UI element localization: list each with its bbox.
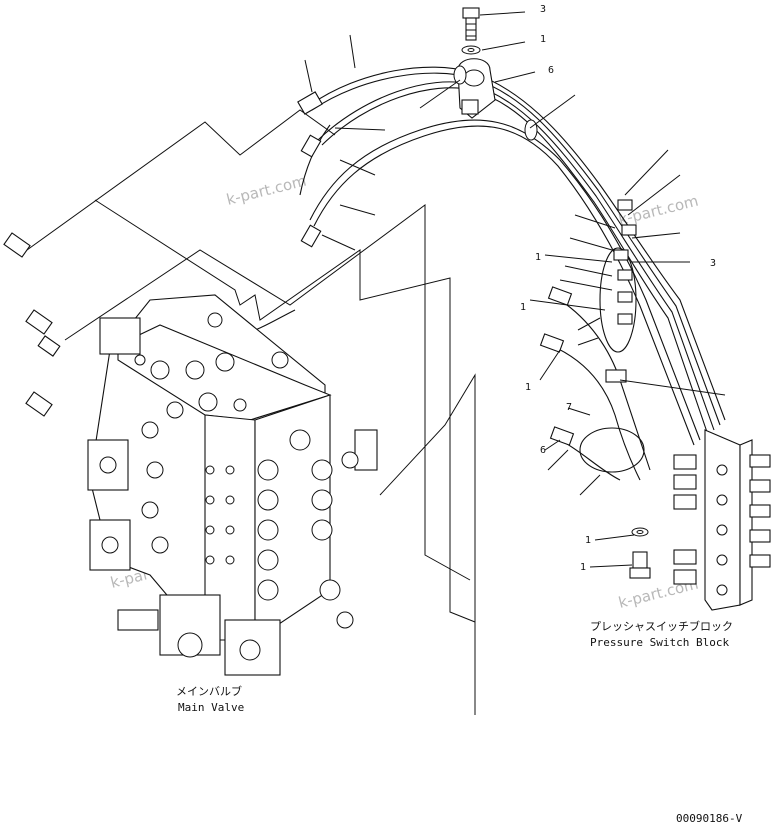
label-bolt-top: 3 [540, 4, 546, 15]
pressure-block-caption-jp: プレッシャスイッチブロック [590, 619, 733, 633]
clamp [457, 58, 496, 119]
hose-fittings [3, 91, 575, 446]
label-l5: 6 [540, 445, 546, 456]
pressure-switch-block [673, 429, 771, 611]
leader-lines [304, 11, 726, 568]
main-valve-caption-en: Main Valve [178, 701, 244, 714]
main-valve [87, 294, 378, 676]
label-l4: 7 [566, 402, 572, 413]
break-line-upper [19, 109, 336, 256]
label-washer-top: 1 [540, 34, 546, 45]
switch-fittings-column [605, 199, 637, 383]
clamp-ring [453, 65, 467, 85]
main-valve-caption-jp: メインバルブ [176, 684, 242, 698]
pressure-block-caption-en: Pressure Switch Block [590, 636, 729, 649]
label-ref-right: 3 [710, 258, 716, 269]
bolt-bottom [629, 551, 651, 579]
label-washer-bottom: 1 [585, 535, 591, 546]
hose-loop-upper [599, 247, 637, 353]
bolt-top [462, 7, 480, 41]
label-l1: 1 [535, 252, 541, 263]
label-l3: 1 [525, 382, 531, 393]
label-clamp: 6 [548, 65, 554, 76]
drawing-code: 00090186-V [676, 812, 743, 825]
label-bolt-bottom: 1 [580, 562, 586, 573]
watermark-1: k-part.com [225, 172, 309, 209]
grommet [524, 119, 538, 141]
label-l2: 1 [520, 302, 526, 313]
hose-loop [579, 427, 645, 473]
break-line-middle [64, 204, 471, 581]
break-line-bottom [379, 373, 476, 715]
break-line-lower [94, 199, 476, 715]
hose-bundle [239, 66, 726, 481]
